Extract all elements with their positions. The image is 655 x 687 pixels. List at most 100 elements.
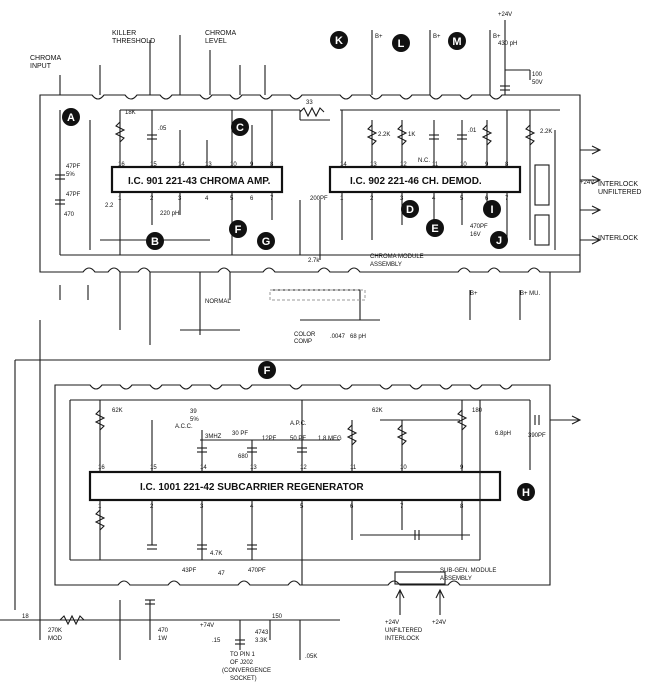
b-plus-mid: B+ [470,291,478,297]
test-point-b[interactable]: B [146,232,164,250]
c43pf-label: 43PF [182,568,197,574]
interlock-unf: INTERLOCK [598,181,638,188]
svg-text:D: D [406,204,414,216]
svg-text:10: 10 [460,162,467,168]
color-comp-label2: COMP [294,339,312,345]
chroma-input-label: CHROMA [30,55,61,62]
apc-label: A.P.C. [290,421,307,427]
svg-text:10: 10 [230,162,237,168]
svg-text:11: 11 [432,162,439,168]
r18-label: 18 [22,614,29,620]
svg-text:4: 4 [205,196,209,202]
svg-text:14: 14 [340,162,347,168]
test-point-j[interactable]: J [490,231,508,249]
c68-label: 68 pH [350,334,366,340]
b-plus-3: B+ [493,34,501,40]
chroma-module-label2: ASSEMBLY [370,262,402,268]
test-point-f[interactable]: F [229,220,247,238]
test-point-i[interactable]: I [483,200,501,218]
r18k-label: 18K [125,110,136,116]
svg-text:16: 16 [118,162,125,168]
svg-text:K: K [335,35,343,47]
v24-right: +24V [580,180,594,186]
c220-label: 220 pH [160,211,179,217]
r4743-label: 4743 [255,630,269,636]
chroma-level-label2: LEVEL [205,38,227,45]
v74-label: +74V [200,623,214,629]
unf-interlock2: INTERLOCK [385,636,419,642]
chroma-level-label: CHROMA [205,30,236,37]
r62k-label2: 62K [372,408,383,414]
v24-bottom1: +24V [385,620,399,626]
c05-label: .05 [158,126,167,132]
shield-trace [269,289,366,301]
v24-bottom2: +24V [432,620,446,626]
c200pf-label: 200PF [310,196,328,202]
chroma-module-outline [39,94,581,273]
unf-interlock: UNFILTERED [385,628,423,634]
bottom-wiring [0,399,582,660]
r18meg-label: 1.8 MEG [318,436,342,442]
svg-text:11: 11 [350,465,357,471]
svg-text:13: 13 [250,465,257,471]
svg-text:12: 12 [300,465,307,471]
r33k-label: 3.3K [255,638,267,644]
c12pf-label: 12PF [262,436,277,442]
threshold-label: THRESHOLD [112,38,155,45]
c47pf-label: 47PF [66,164,81,170]
svg-text:12: 12 [400,162,407,168]
c2p2-label: 2.2 [105,203,114,209]
ic1001-label: I.C. 1001 221-42 SUBCARRIER REGENERATOR [140,482,364,493]
c47pf-label2: 47PF [66,192,81,198]
normal-label: NORMAL [205,299,231,305]
interlock-label: INTERLOCK [598,235,638,242]
chroma-input-label2: INPUT [30,63,52,70]
test-point-h[interactable]: H [517,483,535,501]
test-point-k[interactable]: K [330,31,348,49]
color-comp-label: COLOR [294,332,316,338]
nc-label: N.C. [418,158,430,164]
c47k-label: 4.7K [210,551,222,557]
mod-label: MOD [48,636,63,642]
ic901-label: I.C. 901 221-43 CHROMA AMP. [128,176,271,187]
r270k-label: 270K [48,628,62,634]
svg-text:L: L [398,38,405,50]
svg-text:16: 16 [98,465,105,471]
c470w-label: 470 [158,628,169,634]
to-pin-label: TO PIN 1 [230,652,256,658]
test-point-e[interactable]: E [426,219,444,237]
svg-text:6: 6 [250,196,254,202]
c30pf-label: 30 PF [232,431,248,437]
top-wiring [59,20,602,260]
subgen-label2: ASSEMBLY [440,576,472,582]
c15-label: .15 [212,638,221,644]
svg-text:14: 14 [200,465,207,471]
c470pf-bottom: 470PF [248,568,266,574]
r22k-label: 2.2K [378,132,390,138]
b-plus-1: B+ [375,34,383,40]
c05k-label: .05K [305,654,317,660]
test-point-c[interactable]: C [231,118,249,136]
test-point-g[interactable]: G [257,232,275,250]
c50pf-label: 50 PF [290,436,306,442]
v24-top: +24V [498,12,512,18]
c470pf-label: 470PF [470,224,488,230]
test-point-l[interactable]: L [392,34,410,52]
svg-text:15: 15 [150,162,157,168]
c39-label: 39 [190,409,197,415]
test-point-d[interactable]: D [401,200,419,218]
chroma-module-label: CHROMA MODULE [370,254,424,260]
acc-label: A.C.C. [175,424,193,430]
r22k-label2: 2.2K [540,129,552,135]
c1w-label: 1W [158,636,167,642]
v50-label: 50V [532,80,543,86]
c100-label: 100 [532,72,543,78]
test-point-m[interactable]: M [448,32,466,50]
test-point-f2[interactable]: F [258,361,276,379]
svg-text:A: A [67,112,75,124]
c16v-label: 16V [470,232,481,238]
ic902-label: I.C. 902 221-46 CH. DEMOD. [350,176,482,187]
bottom-components [59,409,540,645]
test-point-a[interactable]: A [62,108,80,126]
